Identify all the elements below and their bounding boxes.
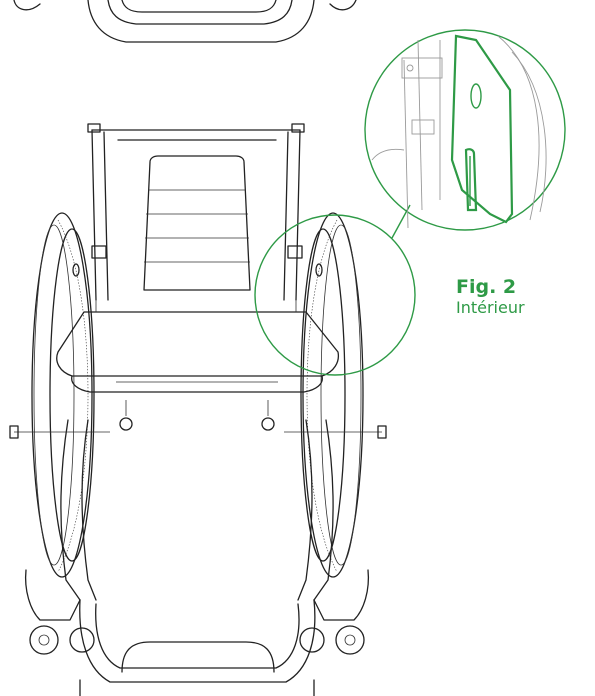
- zoom-detail: [371, 34, 547, 229]
- left-wheel: [31, 212, 95, 578]
- right-wheel: [300, 212, 364, 578]
- front-frame: [9, 419, 387, 601]
- callout-leader-line: [391, 204, 411, 239]
- front-castors: [24, 569, 370, 655]
- seat: [56, 300, 340, 393]
- detail-callout: [254, 29, 566, 376]
- callout-circle-large: [364, 29, 566, 231]
- figure-title: Fig. 2: [456, 276, 517, 298]
- backrest: [87, 123, 305, 301]
- center-castors: [119, 400, 275, 431]
- figure-caption: Fig. 2 Intérieur: [456, 276, 525, 318]
- bottom-footplate: [79, 599, 316, 696]
- figure-subtitle: Intérieur: [456, 298, 525, 317]
- top-footplate: [13, 0, 357, 43]
- callout-circle-small: [254, 214, 416, 376]
